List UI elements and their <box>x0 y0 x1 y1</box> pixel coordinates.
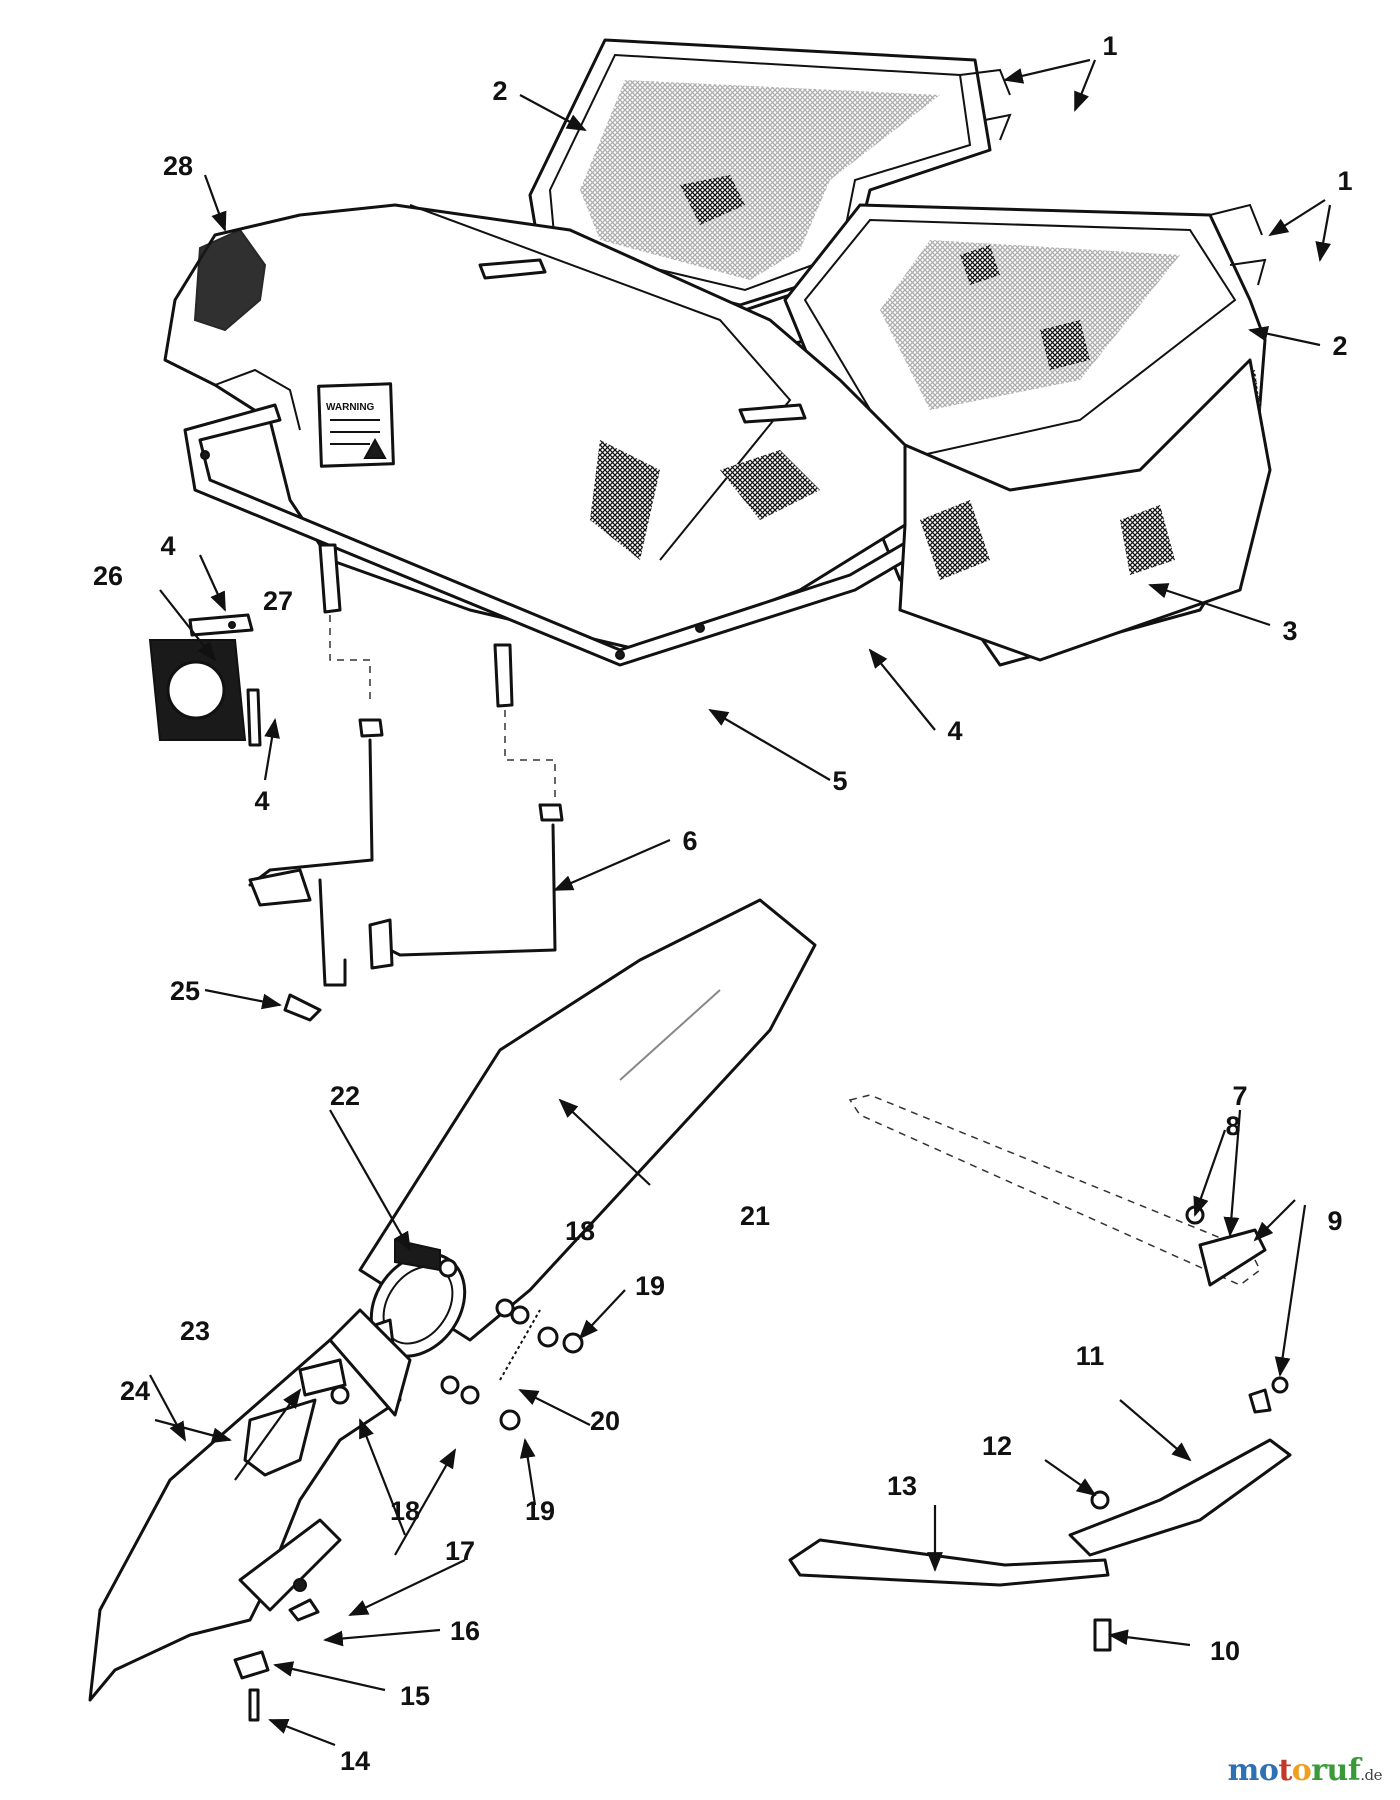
callout-6: 6 <box>682 826 697 856</box>
leader-lines <box>149 58 1332 1747</box>
bag-frame-base <box>183 403 917 667</box>
deflector-assembly <box>788 1438 1292 1652</box>
lift-rod <box>248 718 564 987</box>
callout-24: 24 <box>120 1376 150 1406</box>
discharge-chute <box>358 898 817 1358</box>
callout-2: 2 <box>1332 331 1347 361</box>
callout-11: 11 <box>1076 1341 1105 1371</box>
callout-26: 26 <box>93 561 123 591</box>
callout-8: 8 <box>1225 1111 1240 1141</box>
callouts: 1 1 2 2 3 4 4 4 5 6 7 8 9 10 11 12 13 14… <box>93 31 1353 1776</box>
watermark-logo: motoruf.de <box>1227 1753 1383 1788</box>
callout-4: 4 <box>160 531 175 561</box>
callout-19: 19 <box>525 1496 555 1526</box>
watermark-part: ruf <box>1311 1753 1361 1788</box>
callout-4: 4 <box>254 786 269 816</box>
adapter-plate <box>148 613 262 747</box>
callout-7: 7 <box>1232 1081 1247 1111</box>
callout-16: 16 <box>450 1616 480 1646</box>
callout-9: 9 <box>1327 1206 1342 1236</box>
watermark-part: t <box>1278 1753 1292 1788</box>
callout-22: 22 <box>330 1081 360 1111</box>
callout-2: 2 <box>492 76 507 106</box>
watermark-part: mo <box>1227 1753 1279 1788</box>
frame-posts <box>318 543 556 800</box>
callout-4: 4 <box>947 716 962 746</box>
callout-18: 18 <box>565 1216 595 1246</box>
watermark-suffix: .de <box>1360 1766 1382 1784</box>
callout-21: 21 <box>740 1201 770 1231</box>
callout-18: 18 <box>390 1496 420 1526</box>
callout-23: 23 <box>180 1316 210 1346</box>
callout-19: 19 <box>635 1271 665 1301</box>
callout-5: 5 <box>832 766 847 796</box>
warning-decal-text: WARNING <box>326 402 375 413</box>
grass-bag <box>898 358 1272 662</box>
callout-28: 28 <box>163 151 193 181</box>
callout-20: 20 <box>590 1406 620 1436</box>
chute-hardware <box>298 1238 584 1431</box>
callout-1: 1 <box>1102 31 1117 61</box>
lower-chute <box>88 1308 412 1702</box>
callout-1: 1 <box>1337 166 1352 196</box>
callout-15: 15 <box>400 1681 430 1711</box>
callout-17: 17 <box>445 1536 475 1566</box>
hair-pin-clip <box>283 993 322 1022</box>
callout-10: 10 <box>1210 1636 1240 1666</box>
watermark-part: o <box>1291 1753 1312 1788</box>
callout-3: 3 <box>1282 616 1297 646</box>
callout-12: 12 <box>982 1431 1012 1461</box>
callout-13: 13 <box>887 1471 917 1501</box>
lower-mount-hardware <box>233 1578 320 1722</box>
callout-14: 14 <box>340 1746 370 1776</box>
callout-25: 25 <box>170 976 200 1006</box>
callout-27: 27 <box>263 586 293 616</box>
